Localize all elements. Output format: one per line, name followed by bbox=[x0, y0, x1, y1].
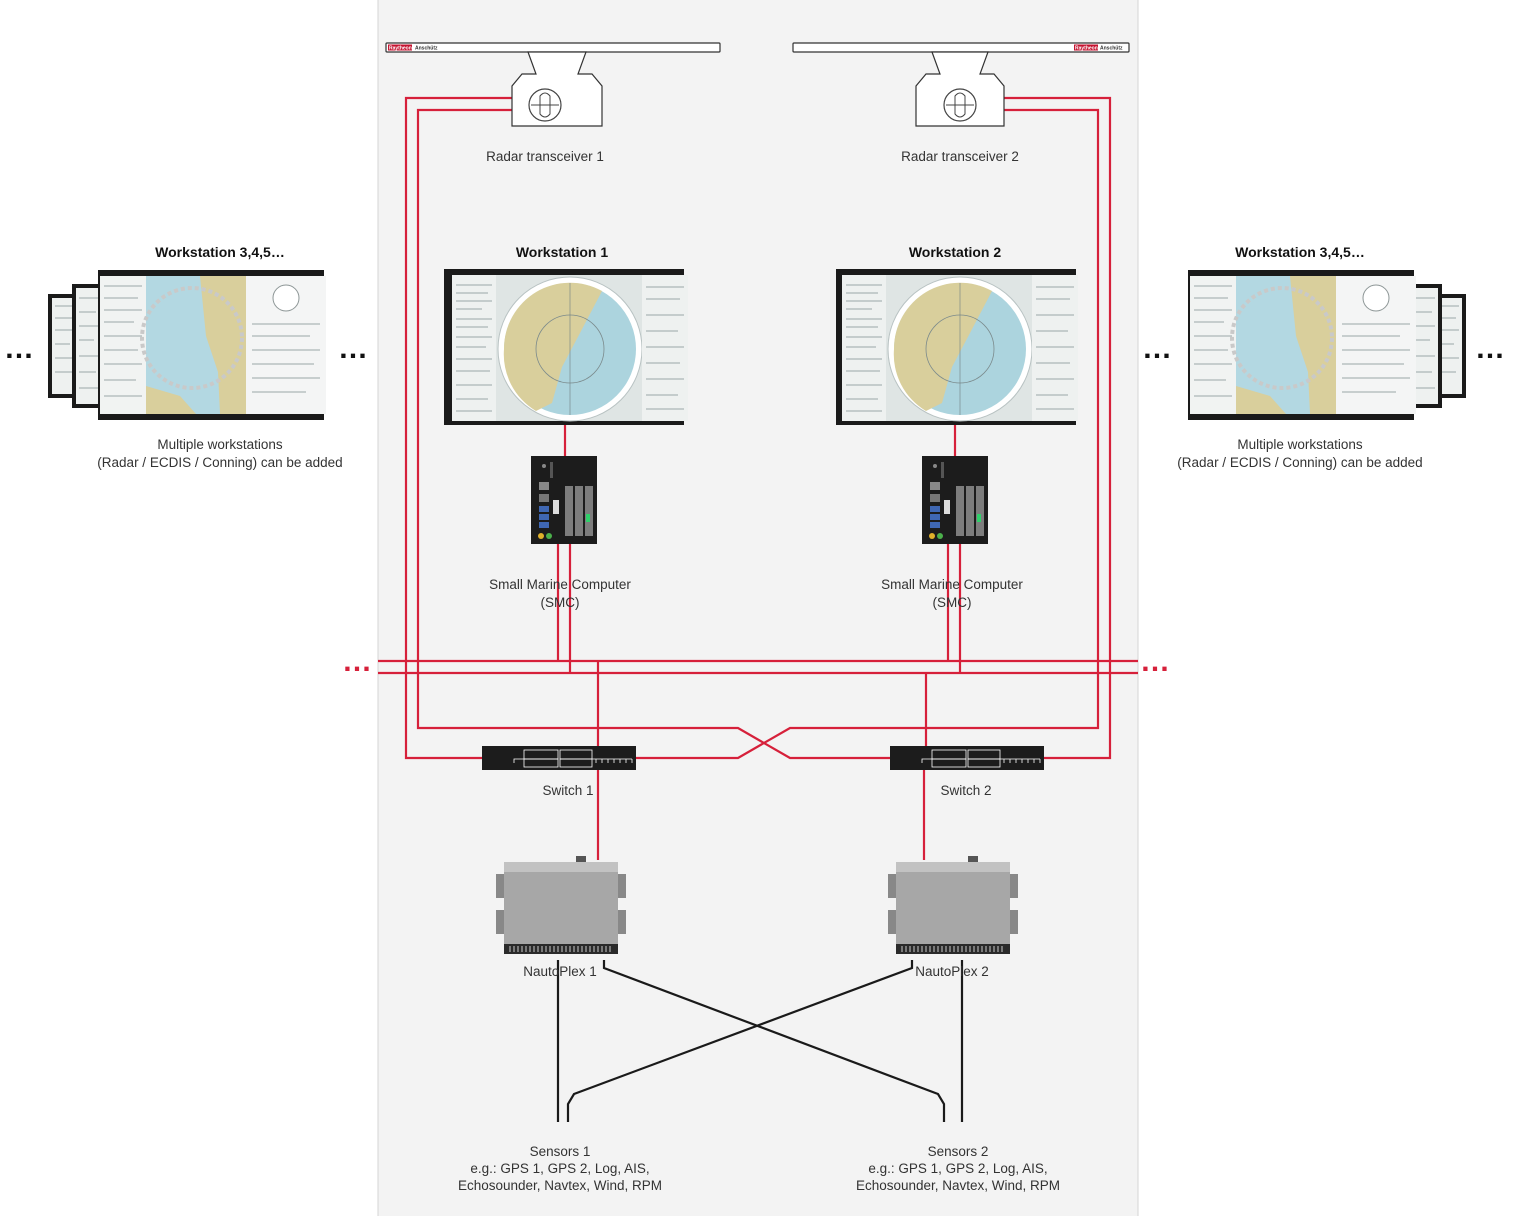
switch-1 bbox=[481, 745, 637, 771]
sensors-1-examples-line1: e.g.: GPS 1, GPS 2, Log, AIS, bbox=[470, 1161, 650, 1176]
extra-workstations-right-title: Workstation 3,4,5… bbox=[1235, 244, 1365, 260]
radar-transceiver-1: Raytheon Anschütz bbox=[385, 42, 721, 127]
switch-1-label: Switch 1 bbox=[542, 783, 594, 798]
switch-2 bbox=[889, 745, 1045, 771]
extra-workstations-left-title: Workstation 3,4,5… bbox=[155, 244, 285, 260]
sensors-1-title: Sensors 1 bbox=[529, 1144, 591, 1159]
radar-2-brand: Raytheon bbox=[1075, 46, 1098, 52]
extra-workstations-left bbox=[48, 270, 328, 420]
sensors-2-examples-line1: e.g.: GPS 1, GPS 2, Log, AIS, bbox=[868, 1161, 1048, 1176]
smc-1 bbox=[531, 456, 597, 544]
radar-transceiver-2-label: Radar transceiver 2 bbox=[901, 149, 1019, 164]
radar-1-brand-sub: Anschütz bbox=[415, 46, 438, 52]
nautoplex-1 bbox=[495, 855, 627, 955]
ring-bus-ellipsis-right: … bbox=[1140, 645, 1170, 678]
more-workstations-ellipsis-right: … bbox=[1142, 332, 1172, 365]
workstation-1-title: Workstation 1 bbox=[515, 244, 609, 260]
extra-workstations-left-caption-line2: (Radar / ECDIS / Conning) can be added bbox=[97, 455, 343, 470]
radar-1-brand: Raytheon bbox=[389, 46, 412, 52]
smc-1-label-line2: (SMC) bbox=[540, 595, 580, 610]
radar-transceiver-1-label: Radar transceiver 1 bbox=[486, 149, 604, 164]
nautoplex-1-label: NautoPlex 1 bbox=[523, 964, 597, 979]
extra-workstations-right-caption-line1: Multiple workstations bbox=[1237, 437, 1363, 452]
more-workstations-ellipsis-far-left: … bbox=[4, 332, 34, 365]
smc-2-label-line2: (SMC) bbox=[932, 595, 972, 610]
workstation-1-monitor bbox=[444, 269, 689, 425]
more-workstations-ellipsis-far-right: … bbox=[1475, 332, 1505, 365]
background-panel bbox=[378, 0, 1138, 1216]
smc-1-label-line1: Small Marine Computer bbox=[489, 577, 631, 592]
workstation-2-monitor bbox=[836, 269, 1079, 425]
extra-workstations-left-caption-line1: Multiple workstations bbox=[157, 437, 283, 452]
nautoplex-2-label: NautoPlex 2 bbox=[915, 964, 989, 979]
sensor-cabling bbox=[556, 960, 964, 1122]
smc-2-label-line1: Small Marine Computer bbox=[881, 577, 1023, 592]
switch-2-label: Switch 2 bbox=[940, 783, 992, 798]
sensors-2-examples-line2: Echosounder, Navtex, Wind, RPM bbox=[855, 1178, 1061, 1193]
sensors-1-examples-line2: Echosounder, Navtex, Wind, RPM bbox=[457, 1178, 663, 1193]
extra-workstations-right-caption-line2: (Radar / ECDIS / Conning) can be added bbox=[1177, 455, 1423, 470]
workstation-2-title: Workstation 2 bbox=[908, 244, 1002, 260]
radar-2-brand-sub: Anschütz bbox=[1100, 46, 1123, 52]
more-workstations-ellipsis-left: … bbox=[338, 332, 368, 365]
nautoplex-2 bbox=[887, 855, 1019, 955]
ring-bus-ellipsis-left: … bbox=[342, 645, 372, 678]
network-cabling bbox=[378, 96, 1138, 860]
smc-2 bbox=[922, 456, 988, 544]
radar-transceiver-2: Raytheon Anschütz bbox=[792, 42, 1130, 127]
sensors-2-title: Sensors 2 bbox=[927, 1144, 989, 1159]
extra-workstations-right bbox=[1188, 270, 1466, 420]
